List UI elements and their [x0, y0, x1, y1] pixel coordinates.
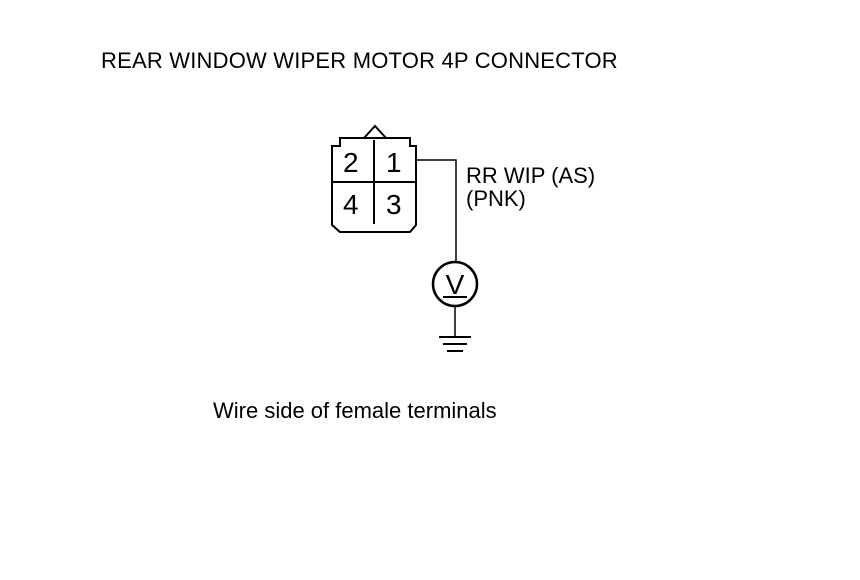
probe-wire [416, 159, 457, 263]
pin-label-3: 3 [386, 189, 402, 220]
wire-label: RR WIP (AS) (PNK) [466, 164, 595, 210]
pin-label-1: 1 [386, 147, 402, 178]
wire-name: RR WIP (AS) [466, 163, 596, 188]
terminal-side-caption: Wire side of female terminals [213, 398, 497, 423]
pin-label-2: 2 [343, 147, 359, 178]
pin-label-4: 4 [343, 189, 359, 220]
ground-icon [439, 336, 471, 352]
diagram-title: REAR WINDOW WIPER MOTOR 4P CONNECTOR [101, 48, 618, 73]
connector-housing [331, 124, 417, 233]
wire-color: (PNK) [466, 186, 526, 211]
voltmeter-letter: V [446, 269, 465, 300]
